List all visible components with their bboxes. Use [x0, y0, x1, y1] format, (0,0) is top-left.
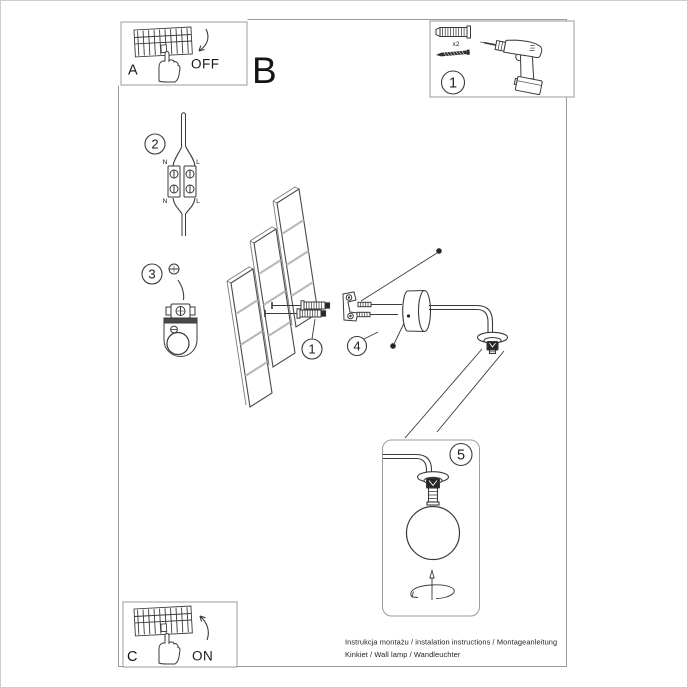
- svg-text:3: 3: [148, 267, 155, 282]
- wire-label-l-bottom: L: [196, 198, 200, 205]
- svg-text:2: 2: [151, 137, 158, 152]
- bracket-step: [163, 263, 198, 357]
- bracket-screws: [356, 301, 402, 318]
- wall-anchors: [264, 300, 331, 319]
- off-arrow-icon: [198, 28, 209, 52]
- canopy-face: [417, 289, 432, 333]
- canopy-screws-badge: 4: [346, 335, 368, 357]
- section-b-label: B: [252, 50, 277, 91]
- wire-label-n-top: N: [163, 159, 168, 166]
- on-arrow-icon: [199, 615, 209, 641]
- lamp-body: [402, 289, 509, 355]
- anchor-step-badge: 1: [301, 318, 323, 360]
- bracket-step-badge: 3: [141, 263, 163, 285]
- lamp-socket: [486, 340, 499, 355]
- socket-detail: [425, 477, 441, 506]
- callout-lines: [404, 348, 505, 439]
- shade-assembly: [383, 453, 461, 600]
- on-label: ON: [192, 649, 213, 664]
- wire-label-n-bottom: N: [163, 198, 168, 205]
- anchor-quantity-label: x2: [453, 41, 460, 48]
- drill-icon: [480, 39, 543, 96]
- section-b-box: [118, 19, 567, 667]
- mains-cable: [177, 279, 185, 301]
- bracket-on-wall: [342, 291, 359, 322]
- footer-line-2: Kinkiet / Wall lamp / Wandleuchter: [345, 650, 461, 659]
- lamp-arm: [429, 304, 494, 332]
- section-c-label: C: [127, 649, 137, 665]
- breaker-panel-a: [133, 26, 193, 58]
- screw-dot: [436, 248, 442, 254]
- svg-text:5: 5: [457, 448, 465, 464]
- wiring-step: [167, 112, 197, 236]
- lamp-globe: [405, 505, 461, 561]
- svg-text:1: 1: [308, 342, 315, 357]
- terminal-connector: [165, 303, 196, 319]
- parts-step-badge: 1: [440, 70, 466, 95]
- wall-anchor-icon: [435, 25, 471, 39]
- shade-step-badge: 5: [449, 442, 473, 467]
- section-a-label: A: [128, 63, 138, 79]
- wall: [226, 186, 319, 408]
- off-label: OFF: [191, 57, 220, 72]
- mounting-bracket: [163, 317, 198, 357]
- wiring-step-badge: 2: [144, 133, 166, 155]
- rotate-arrow-icon: [410, 568, 455, 600]
- screw-dot: [390, 343, 396, 349]
- screw-icon: [436, 49, 470, 57]
- footer-line-1: Instrukcja montażu / instalation instruc…: [345, 638, 557, 647]
- wire-label-l-top: L: [196, 159, 200, 166]
- breaker-panel-c: [133, 605, 193, 637]
- svg-text:4: 4: [353, 339, 360, 354]
- svg-text:1: 1: [449, 76, 457, 92]
